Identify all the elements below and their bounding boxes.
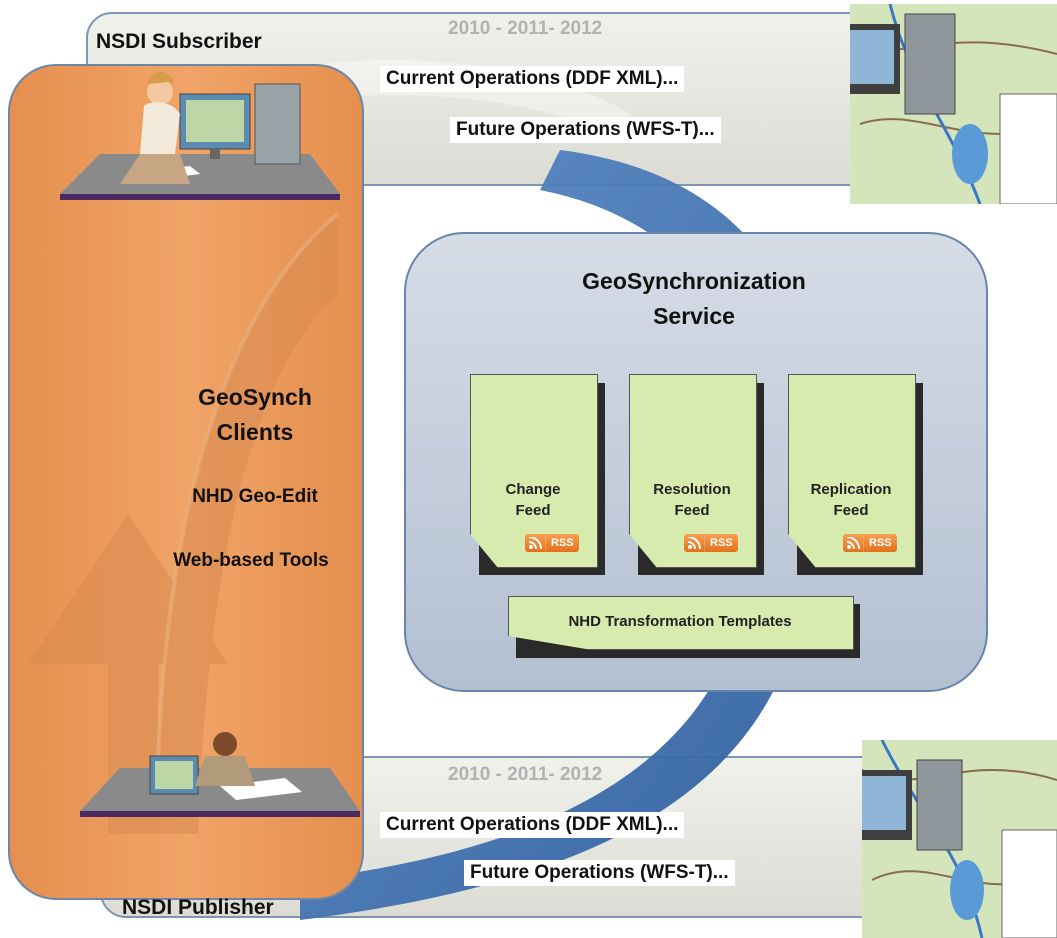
replication-feed-label: Replication Feed xyxy=(810,481,892,519)
publisher-years: 2010 - 2011- 2012 xyxy=(448,764,603,785)
subscriber-current-ops: Current Operations (DDF XML)... xyxy=(380,66,685,92)
upward-arrow-icon xyxy=(28,212,340,834)
woman-at-computer-icon xyxy=(60,72,340,200)
geosynch-clients-title: GeoSynch Clients xyxy=(198,384,312,445)
subscriber-years: 2010 - 2011- 2012 xyxy=(448,18,603,39)
change-feed-label: Change Feed xyxy=(505,481,561,519)
service-title: GeoSynchronization Service xyxy=(404,264,984,334)
publisher-future-ops: Future Operations (WFS-T)... xyxy=(464,860,735,886)
service-title-line1: GeoSynchronization xyxy=(582,268,806,294)
nhd-transformation-templates-card[interactable] xyxy=(508,596,854,650)
service-title-line2: Service xyxy=(653,303,735,329)
man-at-laptop-icon xyxy=(80,732,360,817)
topographic-map-icon xyxy=(862,740,1057,938)
rss-feed-icon[interactable]: RSS xyxy=(525,534,579,552)
subscriber-label: NSDI Subscriber xyxy=(96,30,262,53)
publisher-label: NSDI Publisher xyxy=(122,896,274,919)
publisher-current-ops: Current Operations (DDF XML)... xyxy=(380,812,685,838)
rss-feed-icon[interactable]: RSS xyxy=(843,534,897,552)
topographic-map-icon xyxy=(850,4,1057,204)
web-based-tools-label: Web-based Tools xyxy=(173,550,329,571)
rss-feed-icon[interactable]: RSS xyxy=(684,534,738,552)
templates-label: NHD Transformation Templates xyxy=(568,613,792,630)
nhd-geo-edit-label: NHD Geo-Edit xyxy=(192,486,318,507)
resolution-feed-label: Resolution Feed xyxy=(653,481,731,519)
subscriber-future-ops: Future Operations (WFS-T)... xyxy=(450,117,721,143)
